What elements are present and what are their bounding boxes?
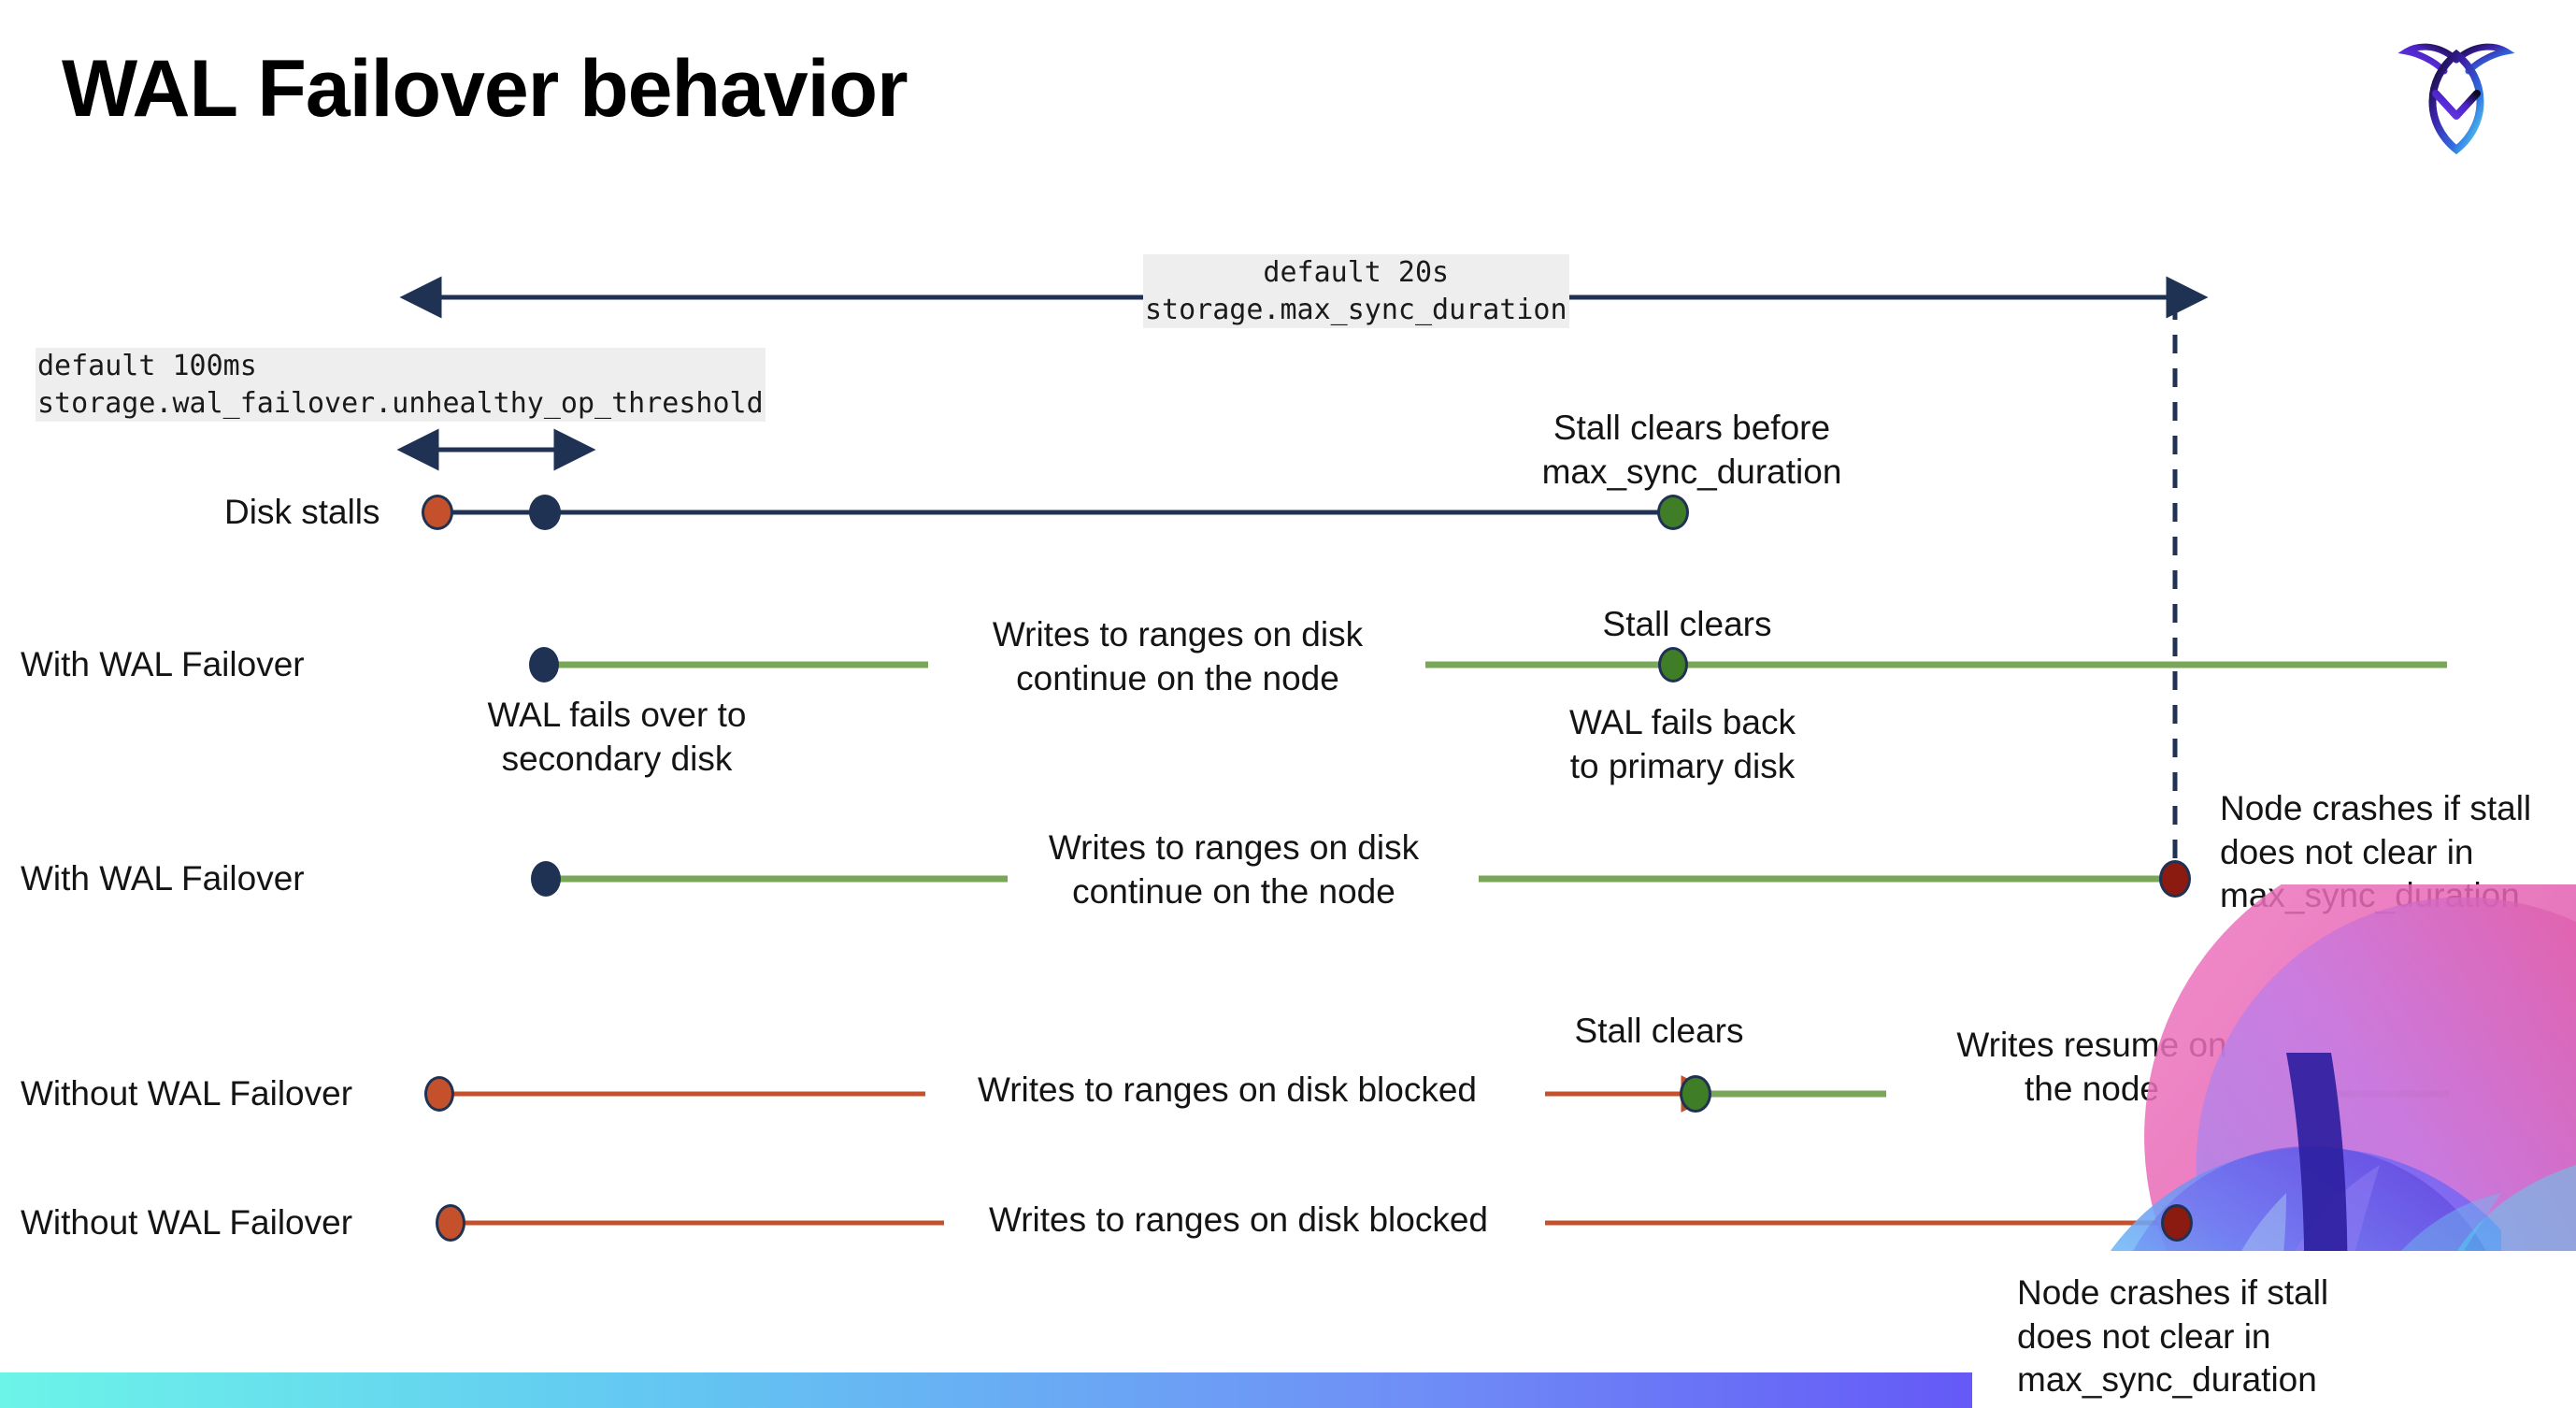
- unhealthy-op-threshold-setting: storage.wal_failover.unhealthy_op_thresh…: [37, 384, 764, 423]
- wal-failover-over-dot-2: [531, 861, 561, 897]
- note-stall-clears-before-max-sync: Stall clears before max_sync_duration: [1541, 409, 1842, 491]
- wal-failover-trigger-dot: [529, 495, 561, 530]
- note-wal-fails-over: WAL fails over to secondary disk: [487, 696, 747, 778]
- row-label-with-wal-failover-crash: With WAL Failover: [21, 859, 305, 898]
- note-writes-resume: Writes resume on the node: [1956, 1026, 2227, 1108]
- without-wal-stall-start-dot-2: [436, 1204, 465, 1242]
- note-writes-continue-1: Writes to ranges on disk continue on the…: [992, 615, 1364, 697]
- max-sync-duration-setting: storage.max_sync_duration: [1145, 291, 1567, 329]
- note-node-crashes-2: Node crashes if stall does not clear in …: [2017, 1273, 2329, 1400]
- node-crash-callout: Node crashes if stall does not clear in …: [1972, 1251, 2576, 1408]
- without-wal-stall-start-dot-1: [424, 1076, 454, 1112]
- row-label-without-wal-failover-clears: Without WAL Failover: [21, 1074, 353, 1113]
- without-wal-stall-clear-dot: [1680, 1075, 1711, 1113]
- disk-stall-clear-dot: [1657, 495, 1689, 530]
- note-stall-clears-2: Stall clears: [1574, 1012, 1744, 1050]
- page-title: WAL Failover behavior: [62, 44, 909, 134]
- row-label-disk-stalls: Disk stalls: [224, 493, 380, 531]
- note-stall-clears-1: Stall clears: [1602, 605, 1772, 643]
- wal-failover-clears-dot: [1658, 647, 1688, 682]
- node-crash-dot-1: [2159, 860, 2191, 898]
- cockroachdb-logo-icon: [2385, 26, 2527, 166]
- unhealthy-op-threshold-default: default 100ms: [37, 348, 257, 385]
- max-sync-duration-default: default 20s: [1263, 254, 1450, 292]
- disk-stall-start-dot: [422, 495, 453, 530]
- note-writes-blocked-2: Writes to ranges on disk blocked: [988, 1200, 1489, 1239]
- row-label-with-wal-failover-clears: With WAL Failover: [21, 645, 305, 683]
- node-crash-dot-2: [2161, 1204, 2193, 1242]
- wal-failover-over-dot: [529, 647, 559, 682]
- row-label-without-wal-failover-crash: Without WAL Failover: [21, 1203, 353, 1242]
- note-node-crashes-1: Node crashes if stall does not clear in …: [2220, 789, 2532, 915]
- note-wal-fails-back: WAL fails back to primary disk: [1569, 703, 1796, 785]
- note-writes-blocked-1: Writes to ranges on disk blocked: [977, 1070, 1478, 1109]
- note-writes-continue-2: Writes to ranges on disk continue on the…: [1048, 828, 1420, 911]
- unhealthy-op-threshold-annotation: default 100ms storage.wal_failover.unhea…: [36, 348, 766, 423]
- max-sync-duration-annotation: default 20s storage.max_sync_duration: [1143, 254, 1569, 329]
